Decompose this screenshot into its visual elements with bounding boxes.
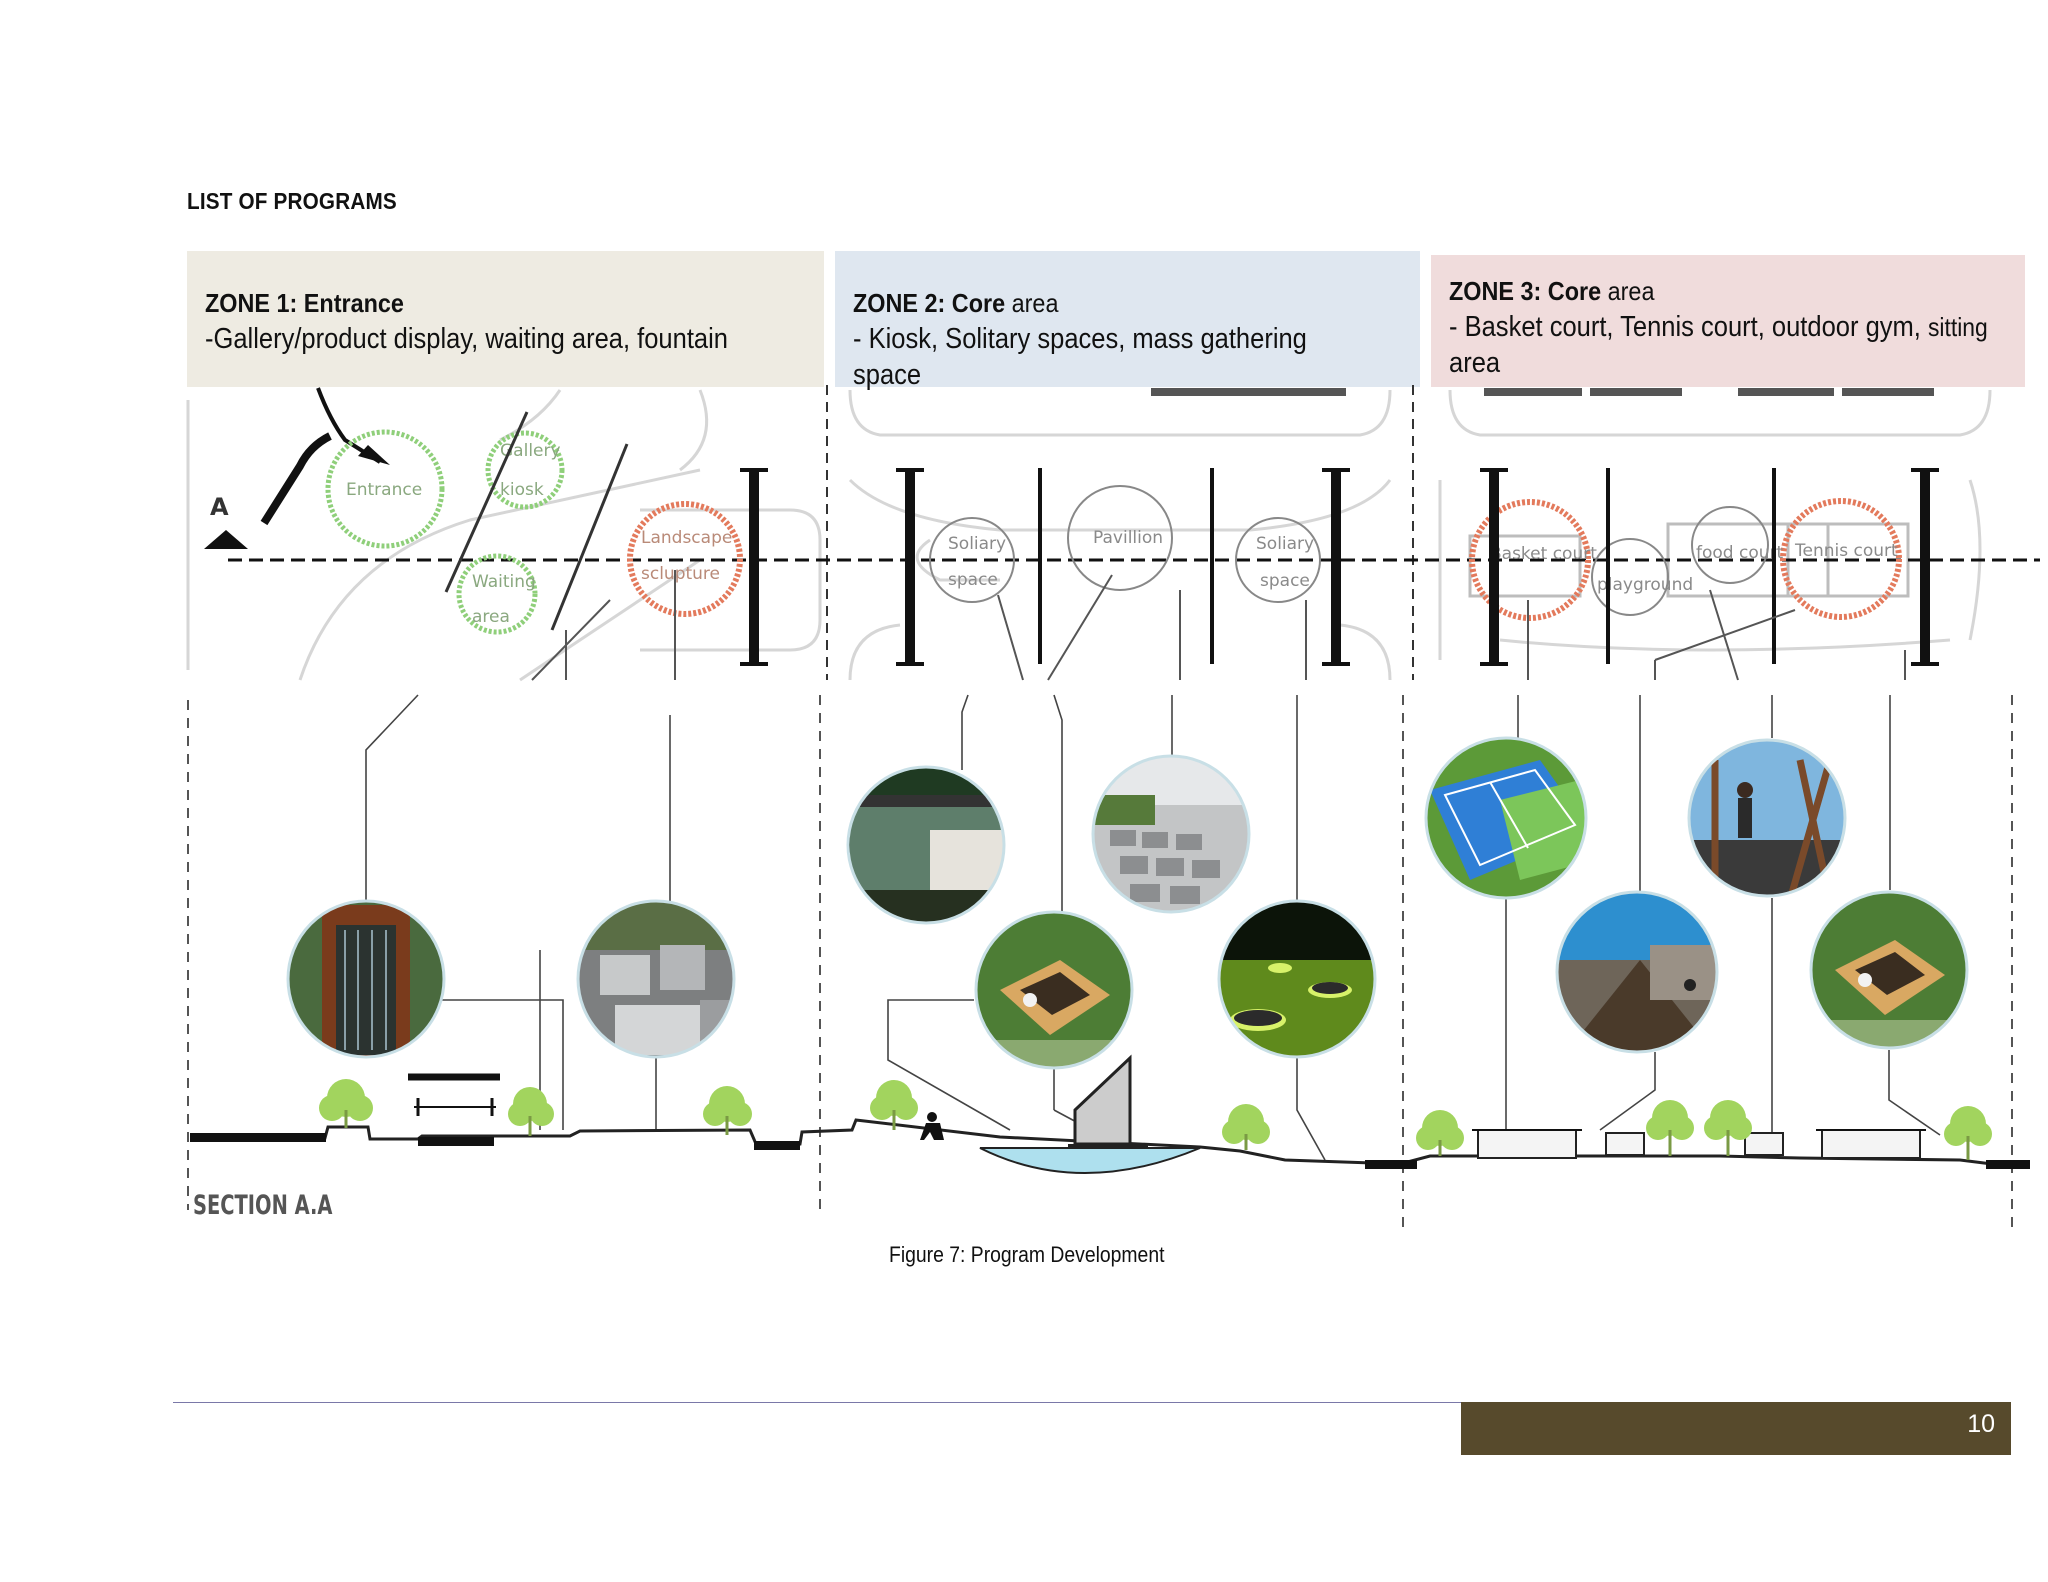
- photo-glass-pavilion: [846, 765, 1006, 925]
- space-label-1: space: [948, 570, 998, 590]
- zone-1-title: ZONE 1: Entrance: [205, 288, 404, 318]
- soliary-label-1: Soliary: [948, 534, 1006, 554]
- food-court-label: food court: [1696, 543, 1783, 563]
- photo-stone-plaza: [1091, 754, 1251, 914]
- photo-boardwalk: [1555, 890, 1719, 1054]
- page-heading: LIST OF PROGRAMS: [187, 188, 397, 214]
- zone-2-panel: ZONE 2: Core area - Kiosk, Solitary spac…: [835, 251, 1420, 391]
- tennis-court-label: Tennis court: [1794, 541, 1898, 561]
- site-plan: A Entrance Gallery kiosk Waiting: [186, 385, 2040, 682]
- photo-water-wall: [286, 899, 446, 1059]
- page-number: 10: [1967, 1410, 1995, 1438]
- photo-seating-nook-2: [1809, 890, 1969, 1050]
- tree-icons: [319, 1079, 1992, 1150]
- site-section: [187, 694, 2030, 1230]
- waiting-label: Waiting: [472, 572, 536, 592]
- section-marker-label: A: [210, 493, 229, 521]
- zone-1-description: -Gallery/product display, waiting area, …: [205, 323, 728, 355]
- space-label-2: space: [1260, 571, 1310, 591]
- landscape-label: Landscape: [641, 528, 732, 548]
- photo-outdoor-gym: [1687, 738, 1847, 898]
- zone-2-description: - Kiosk, Solitary spaces, mass gathering…: [853, 323, 1307, 391]
- zone-3-description: - Basket court, Tennis court, outdoor gy…: [1449, 311, 1988, 379]
- soliary-label-2: Soliary: [1256, 534, 1314, 554]
- zone-3-panel: ZONE 3: Core area - Basket court, Tennis…: [1431, 255, 2025, 387]
- photo-lit-stepping-stones: [1217, 899, 1377, 1059]
- sculpture-label: sclupture: [641, 564, 720, 584]
- kiosk-label: kiosk: [500, 480, 544, 500]
- photo-sculpture-blocks: [576, 899, 736, 1059]
- entrance-label: Entrance: [346, 480, 422, 500]
- gallery-label: Gallery: [500, 441, 561, 461]
- figure-caption: Figure 7: Program Development: [889, 1242, 1165, 1267]
- playground-label: playground: [1597, 575, 1693, 595]
- zone-3-title: ZONE 3: Core area: [1449, 276, 1655, 306]
- zone-2-title: ZONE 2: Core area: [853, 288, 1059, 318]
- footer-bar: 10: [1461, 1402, 2011, 1455]
- basket-court-label: Basket court: [1490, 544, 1597, 564]
- photo-seating-nook-1: [974, 910, 1134, 1070]
- photo-sports-courts: [1424, 736, 1588, 900]
- footer-rule: [173, 1402, 1461, 1403]
- section-label: SECTION A.A: [193, 1190, 333, 1221]
- waiting-area-label: area: [472, 607, 510, 627]
- pavillion-label: Pavillion: [1093, 528, 1163, 548]
- zone-1-panel: ZONE 1: Entrance -Gallery/product displa…: [187, 251, 824, 387]
